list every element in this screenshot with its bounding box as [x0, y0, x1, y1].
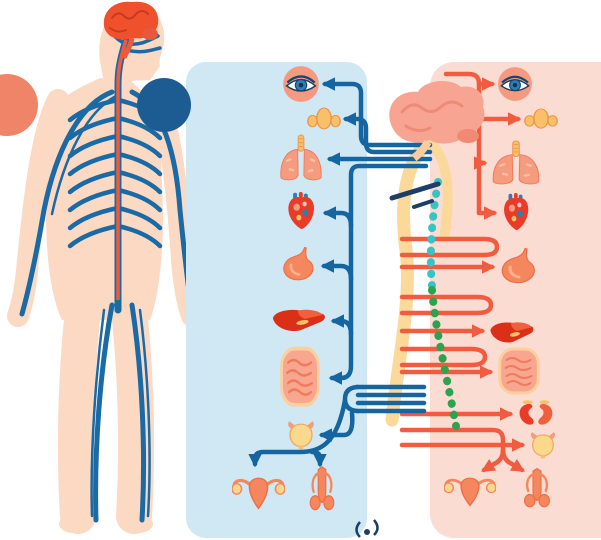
brain-icon — [389, 80, 485, 162]
male-organs-icon-sym — [523, 467, 551, 508]
female-organs-icon-sym — [444, 476, 496, 507]
salivary-glands-icon-para — [307, 107, 341, 130]
spinal-cord — [116, 39, 128, 300]
female-organs-icon-para — [232, 476, 285, 510]
ganglia-chain — [426, 178, 460, 430]
bladder-icon-para — [287, 420, 315, 450]
eye-icon-para — [282, 65, 320, 103]
snp-badge — [137, 78, 191, 132]
intestine-icon-sym — [498, 347, 540, 395]
intestine-icon-para — [279, 346, 321, 407]
stomach-icon-sym — [500, 247, 536, 285]
salivary-glands-icon-sym — [524, 108, 558, 129]
human-body-nervous-system-illustration — [7, 1, 200, 534]
heart-icon-para — [288, 192, 315, 230]
lungs-icon-para — [280, 134, 322, 181]
liver-icon-sym — [490, 322, 534, 343]
liver-icon-para — [272, 309, 325, 332]
male-organs-icon-para — [308, 465, 336, 511]
parasympathetic-connectors — [248, 77, 441, 468]
heart-icon-sym — [504, 193, 529, 231]
stomach-icon-para — [282, 246, 315, 282]
brain-small-icon — [103, 1, 159, 59]
kidneys-icon-sym — [519, 400, 553, 425]
lungs-icon-sym — [492, 140, 540, 185]
spinal-cord-band — [385, 133, 453, 427]
sympathetic-connectors — [399, 71, 526, 473]
eye-icon-sym — [497, 66, 533, 102]
parasympathetic-panel — [186, 62, 367, 538]
bladder-icon-sym — [530, 431, 556, 459]
signature-mark — [355, 519, 379, 538]
